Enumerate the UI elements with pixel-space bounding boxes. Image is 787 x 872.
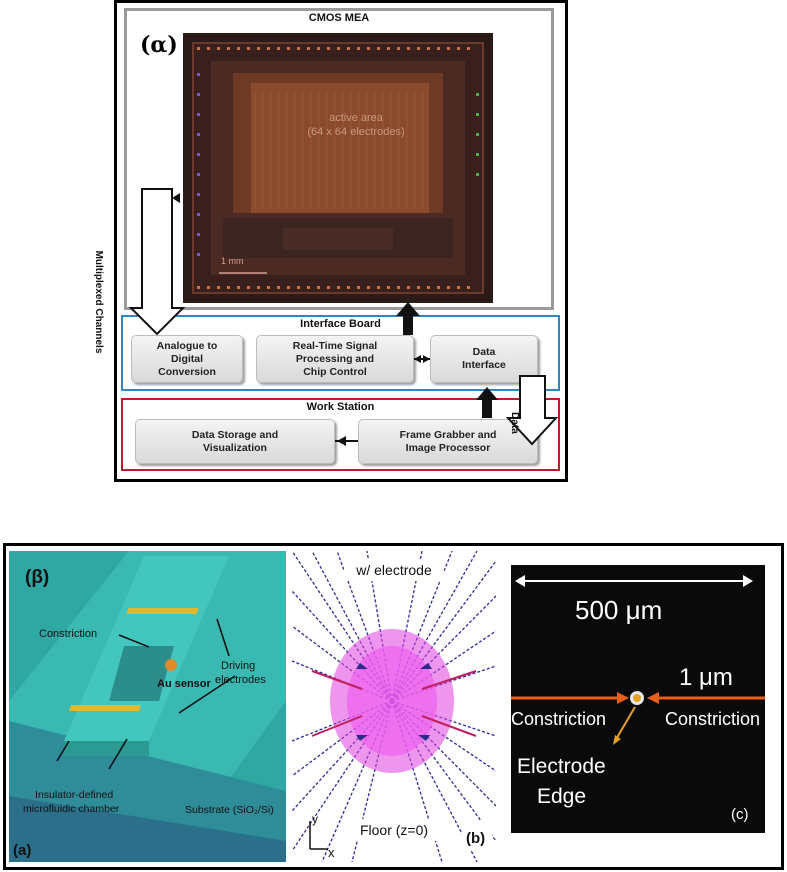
with-electrode-label: w/ electrode [355,562,432,578]
alpha-panel-label: (α) [140,32,178,58]
beta-panel-label: (β) [25,567,49,588]
interface-arrow-head [423,355,430,363]
active-area-label: active area [329,112,383,124]
work-station-frame [121,398,560,471]
cmos-mea-title: CMOS MEA [308,12,370,24]
electrodes-label: electrodes [215,674,266,686]
chamber-label-line2: microfluidic chamber [23,803,120,815]
y-axis-label: y [312,812,318,826]
edge-label: Edge [537,785,586,808]
work-to-interface-arrow-head [476,387,498,400]
chip-control-arrow-head [396,302,420,316]
work-station-title: Work Station [306,401,375,413]
data-storage-block: Data Storage and Visualization [135,419,335,464]
alpha-arrows [128,188,559,446]
interface-board-title: Interface Board [300,318,381,330]
scale-bar-label: 1 mm [221,256,244,266]
work-to-interface-arrow-shaft [482,398,492,418]
chip-control-arrow-shaft [403,314,413,335]
data-arrow-label: Data [509,412,520,434]
constriction-label: Constriction [39,628,97,640]
adc-block: Analogue to Digital Conversion [131,335,243,383]
electrode-label: Electrode [517,755,606,778]
field-simulation-panel: w/ electrode Floor (z=0) y x (b) [292,551,496,862]
constriction-left-label: Constriction [511,709,606,729]
active-area-size-label: (64 x 64 electrodes) [307,126,405,138]
realtime-arrow-head [414,355,421,363]
realtime-processing-block: Real-Time Signal Processing and Chip Con… [256,335,414,383]
substrate-label: Substrate (SiO₂/Si) [185,804,274,816]
x-axis-label: x [328,845,335,860]
panel-a-label: (a) [13,842,31,859]
microscope-image-panel: 500 μm 1 μm Constriction Constriction El… [511,565,765,833]
cmos-chip-image [183,33,493,303]
multiplexed-channels-label: Multiplexed Channels [93,250,104,354]
chamber-label-line1: Insulator-defined [35,789,113,801]
scale-500-label: 500 μm [575,595,662,625]
driving-label: Driving [221,660,255,672]
mux-pointer-arrow [172,193,180,203]
cmos-mea-frame [124,8,554,310]
multiplexed-channels-arrow [128,188,186,336]
constriction-right-label: Constriction [665,709,760,729]
panel-c-label: (c) [731,806,749,823]
interface-board-frame [121,315,560,391]
data-arrow [505,375,559,446]
scale-1-label: 1 μm [679,664,733,691]
frame-grabber-block: Frame Grabber and Image Processor [358,419,538,464]
panel-b-label: (b) [466,830,485,847]
storage-arrow-head [337,436,346,446]
au-sensor-label: Au sensor [157,678,212,690]
floor-label: Floor (z=0) [360,822,428,838]
device-schematic-panel: (β) Constriction Au sensor Driving elect… [9,551,286,862]
